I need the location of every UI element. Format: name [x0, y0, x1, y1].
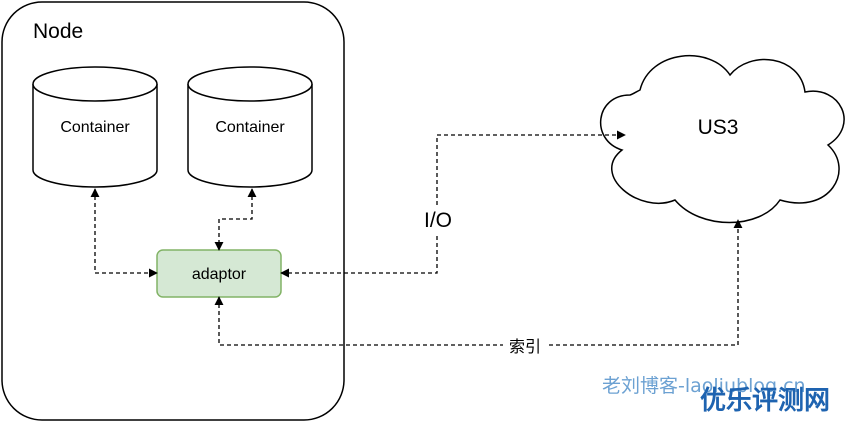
index-label: 索引 [509, 338, 541, 356]
adaptor-label: adaptor [192, 266, 247, 283]
io-label: I/O [424, 209, 452, 232]
container-label-2: Container [215, 119, 285, 136]
container-label-1: Container [60, 119, 130, 136]
watermark-site: 优乐评测网 [700, 386, 830, 416]
adaptor-box: adaptor [156, 249, 282, 298]
node-title: Node [33, 20, 83, 43]
edge-container1-adaptor [90, 188, 158, 278]
watermark-blog: 老刘博客-laoliublog.cn [602, 375, 806, 397]
container-cylinder-2: Container [187, 66, 313, 188]
container-cylinder-1: Container [32, 66, 158, 188]
us3-label: US3 [698, 116, 739, 139]
edge-adaptor-us3-index [214, 219, 743, 346]
us3-cloud: US3 [599, 54, 845, 224]
node-frame: Node [1, 1, 345, 421]
